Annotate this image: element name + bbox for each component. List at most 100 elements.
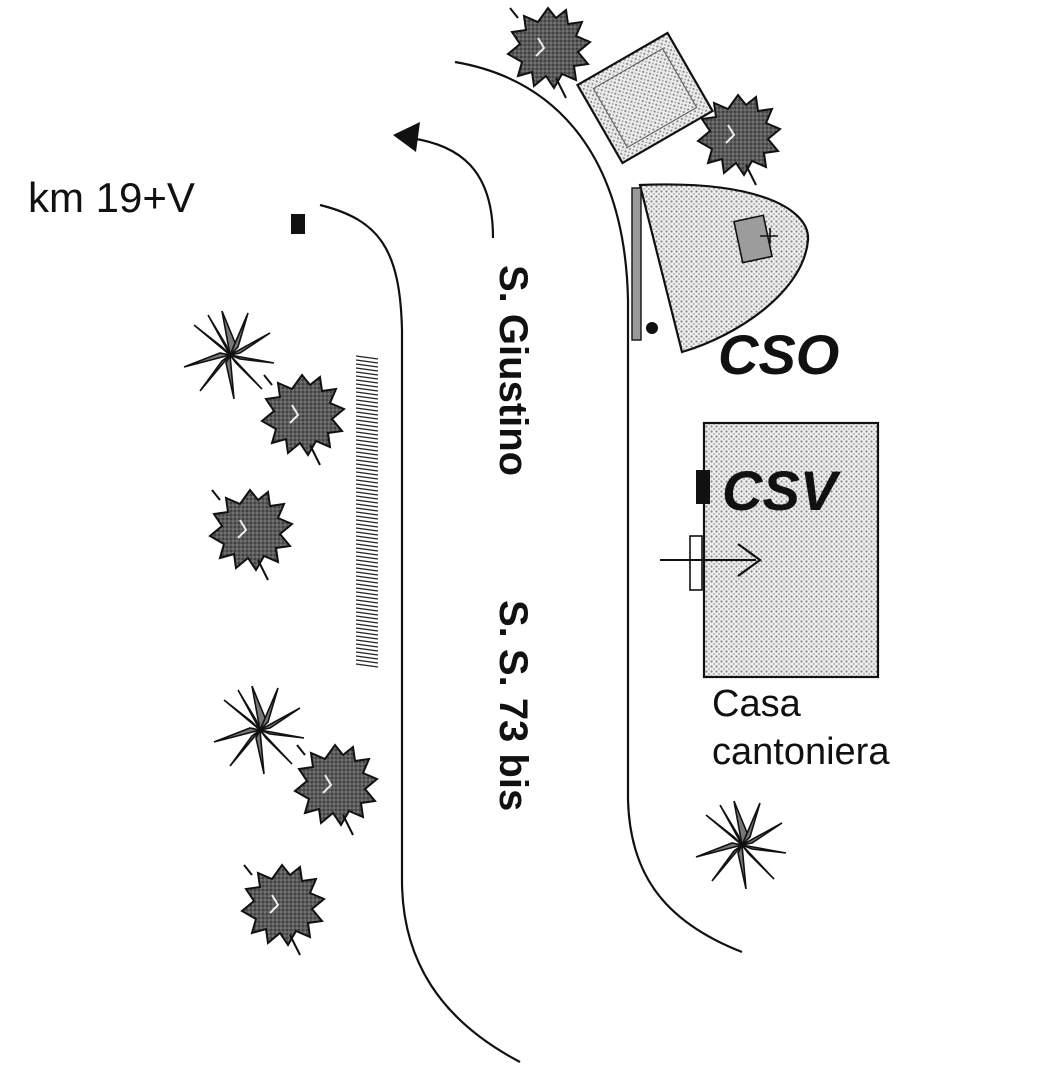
guard-rail-tick [355,543,379,548]
road-left-edge [319,203,521,1063]
guard-rail-tick [355,479,379,484]
guard-rail-tick [355,403,379,408]
guard-rail-tick [355,443,379,448]
guard-rail-tick [355,467,379,472]
guard-rail-tick [355,655,379,660]
guard-rail-tick [355,475,379,480]
guard-rail-tick [355,583,379,588]
palm-icon [183,310,275,400]
guard-rail-tick [355,363,379,368]
guard-rail-tick [355,499,379,504]
guard-rail-tick [355,571,379,576]
guard-rail-tick [355,539,379,544]
guard-rail-tick [355,595,379,600]
guard-rail-tick [355,367,379,372]
guard-rail-tick [355,575,379,580]
guard-rail-tick [355,651,379,656]
guard-rail-tick [355,591,379,596]
guard-rail-tick [355,471,379,476]
guard-rail-tick [355,639,379,644]
guard-rail-tick [355,495,379,500]
guard-rail-tick [355,527,379,532]
guard-rail-tick [355,531,379,536]
guard-rail-tick [355,455,379,460]
guard-rail-tick [355,535,379,540]
guard-rail [355,355,379,668]
guard-rail-tick [355,435,379,440]
guard-rail-tick [355,615,379,620]
small-building [575,31,715,165]
tree-icon [261,374,345,466]
guard-rail-tick [355,399,379,404]
casa-label-line1: Casa [712,683,802,725]
guard-rail-tick [355,607,379,612]
guard-rail-tick [355,635,379,640]
guard-rail-tick [355,519,379,524]
road-name-label: S. Giustino [491,265,535,476]
entrance-arrow-icon [660,535,762,591]
guard-rail-tick [355,375,379,380]
guard-rail-tick [355,631,379,636]
guard-rail-tick [355,391,379,396]
guard-rail-tick [355,547,379,552]
guard-rail-tick [355,623,379,628]
guard-rail-tick [355,355,379,360]
guard-rail-tick [355,427,379,432]
guard-rail-tick [355,567,379,572]
csv-label: CSV [722,459,842,522]
guard-rail-tick [355,587,379,592]
casa-label-line2: cantoniera [712,731,890,773]
guard-rail-tick [355,611,379,616]
tree-icon [209,489,293,581]
guard-rail-tick [355,395,379,400]
road-right-edge [454,60,743,954]
guard-rail-tick [355,563,379,568]
guard-rail-tick [355,647,379,652]
guard-rail-tick [355,439,379,444]
guard-rail-tick [355,459,379,464]
tree-icon [294,744,378,836]
casa-cantoniera-building [702,421,880,679]
guard-rail-tick [355,511,379,516]
palm-icon [695,800,787,890]
guard-rail-tick [355,487,379,492]
guard-rail-tick [355,423,379,428]
guard-rail-tick [355,627,379,632]
direction-arrow-icon [393,122,495,239]
guard-rail-tick [355,579,379,584]
guard-rail-tick [355,503,379,508]
guard-rail-tick [355,379,379,384]
guard-rail-tick [355,387,379,392]
guard-rail-tick [355,599,379,604]
guard-rail-tick [355,551,379,556]
guard-rail-tick [355,659,379,664]
km-marker-label: km 19+V [28,174,195,221]
guard-rail-tick [355,603,379,608]
guard-rail-tick [355,383,379,388]
guard-rail-tick [355,523,379,528]
guard-rail-tick [355,559,379,564]
guard-rail-tick [355,515,379,520]
guard-rail-tick [355,415,379,420]
guard-rail-tick [355,663,379,668]
guard-rail-tick [355,407,379,412]
guard-rail-tick [355,463,379,468]
csv-marker [696,470,710,504]
guard-rail-tick [355,359,379,364]
guard-rail-tick [355,555,379,560]
road-number-label: S. S. 73 bis [491,600,535,811]
guard-rail-tick [355,371,379,376]
cso-station-area [631,183,810,354]
guard-rail-tick [355,619,379,624]
guard-rail-tick [355,643,379,648]
cso-label: CSO [718,323,839,386]
km-marker-post [291,214,305,234]
guard-rail-tick [355,447,379,452]
guard-rail-tick [355,431,379,436]
guard-rail-tick [355,491,379,496]
tree-icon [241,864,325,956]
guard-rail-tick [355,411,379,416]
palm-icon [213,685,305,775]
guard-rail-tick [355,451,379,456]
